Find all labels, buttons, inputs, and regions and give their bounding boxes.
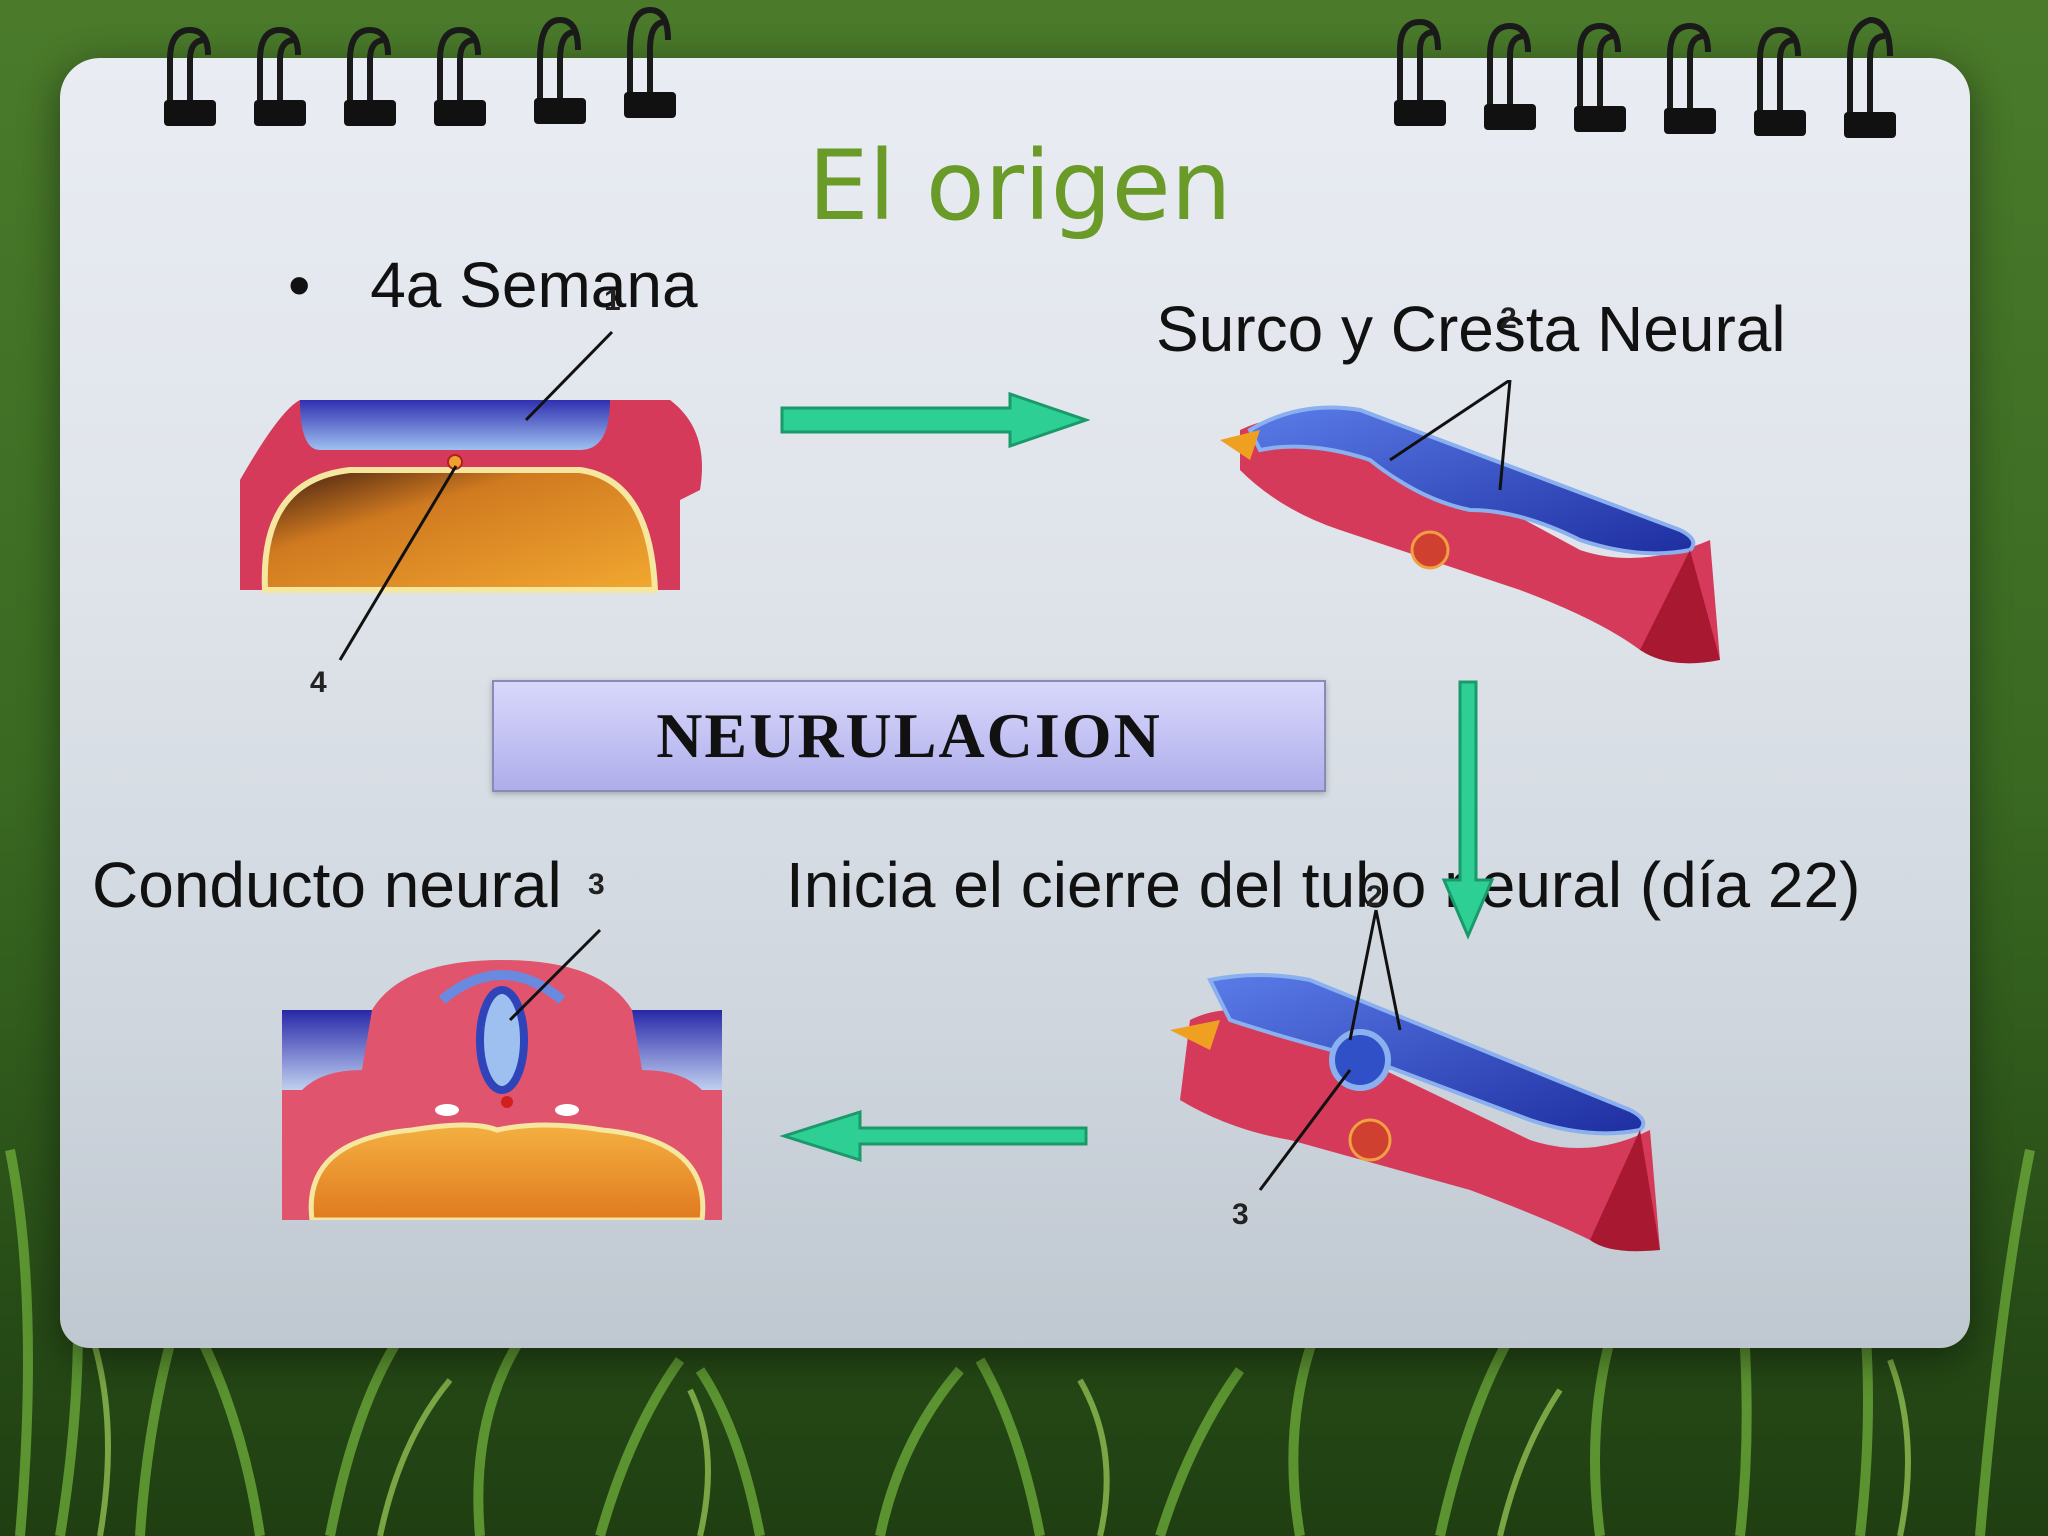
- caption-conducto-neural: Conducto neural: [92, 849, 562, 921]
- bullet-text: 4a Semana: [370, 249, 698, 321]
- bullet-point: • 4a Semana: [288, 248, 698, 322]
- figure-label-2-bottom: 2: [1366, 880, 1383, 913]
- figure-label-4: 4: [310, 666, 327, 699]
- slide-title: El origen: [808, 130, 1232, 242]
- spiral-binding-icon: [164, 6, 1896, 138]
- arrow-left-icon: [780, 1109, 1088, 1163]
- neurulacion-box: NEURULACION: [492, 680, 1326, 792]
- caption-cierre-tubo: Inicia el cierre del tubo neural (día 22…: [786, 849, 1861, 921]
- neural-tube-closure-figure: [1170, 973, 1660, 1252]
- neural-groove-figure: [1220, 380, 1720, 664]
- leader-lines-bottom-right: [1258, 909, 1402, 1191]
- figure-label-2-top: 2: [1500, 302, 1517, 335]
- caption-surco-cresta: Surco y Cresta Neural: [1156, 293, 1786, 365]
- embryo-cross-section-figure: [240, 400, 702, 593]
- bullet-symbol: •: [288, 249, 311, 321]
- leader-line-bottom-left: [508, 928, 602, 1022]
- neural-tube-cross-section-figure: [282, 960, 722, 1220]
- leader-lines-top-left: [338, 330, 614, 661]
- arrow-right-icon: [780, 392, 1090, 448]
- figure-label-3-right: 3: [1232, 1198, 1249, 1231]
- figure-label-1: 1: [604, 284, 621, 317]
- arrow-down-icon: [1441, 680, 1495, 940]
- figure-label-3-left: 3: [588, 868, 605, 901]
